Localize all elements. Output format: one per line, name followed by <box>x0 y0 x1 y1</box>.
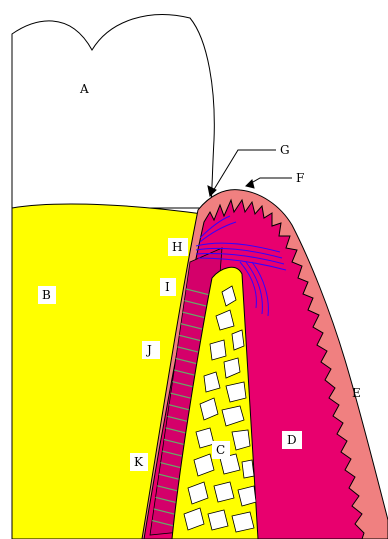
svg-text:B: B <box>42 288 51 302</box>
label-d: D <box>282 431 302 449</box>
label-i: I <box>160 278 176 296</box>
svg-text:J: J <box>145 343 152 357</box>
label-h: H <box>168 238 188 256</box>
label-b: B <box>38 286 56 304</box>
svg-text:C: C <box>216 443 225 457</box>
svg-text:F: F <box>296 171 304 185</box>
label-g: G <box>280 143 290 157</box>
label-c: C <box>212 441 230 459</box>
svg-text:H: H <box>172 240 182 254</box>
svg-text:D: D <box>287 433 297 447</box>
label-a: A <box>79 82 89 96</box>
svg-text:G: G <box>280 143 290 157</box>
svg-text:K: K <box>134 455 144 469</box>
label-e: E <box>352 386 361 400</box>
enamel-crown <box>12 15 214 208</box>
svg-text:E: E <box>352 386 361 400</box>
label-f: F <box>296 171 304 185</box>
svg-text:I: I <box>165 280 170 294</box>
svg-text:A: A <box>79 82 89 96</box>
label-j: J <box>142 341 160 359</box>
label-k: K <box>130 453 148 471</box>
